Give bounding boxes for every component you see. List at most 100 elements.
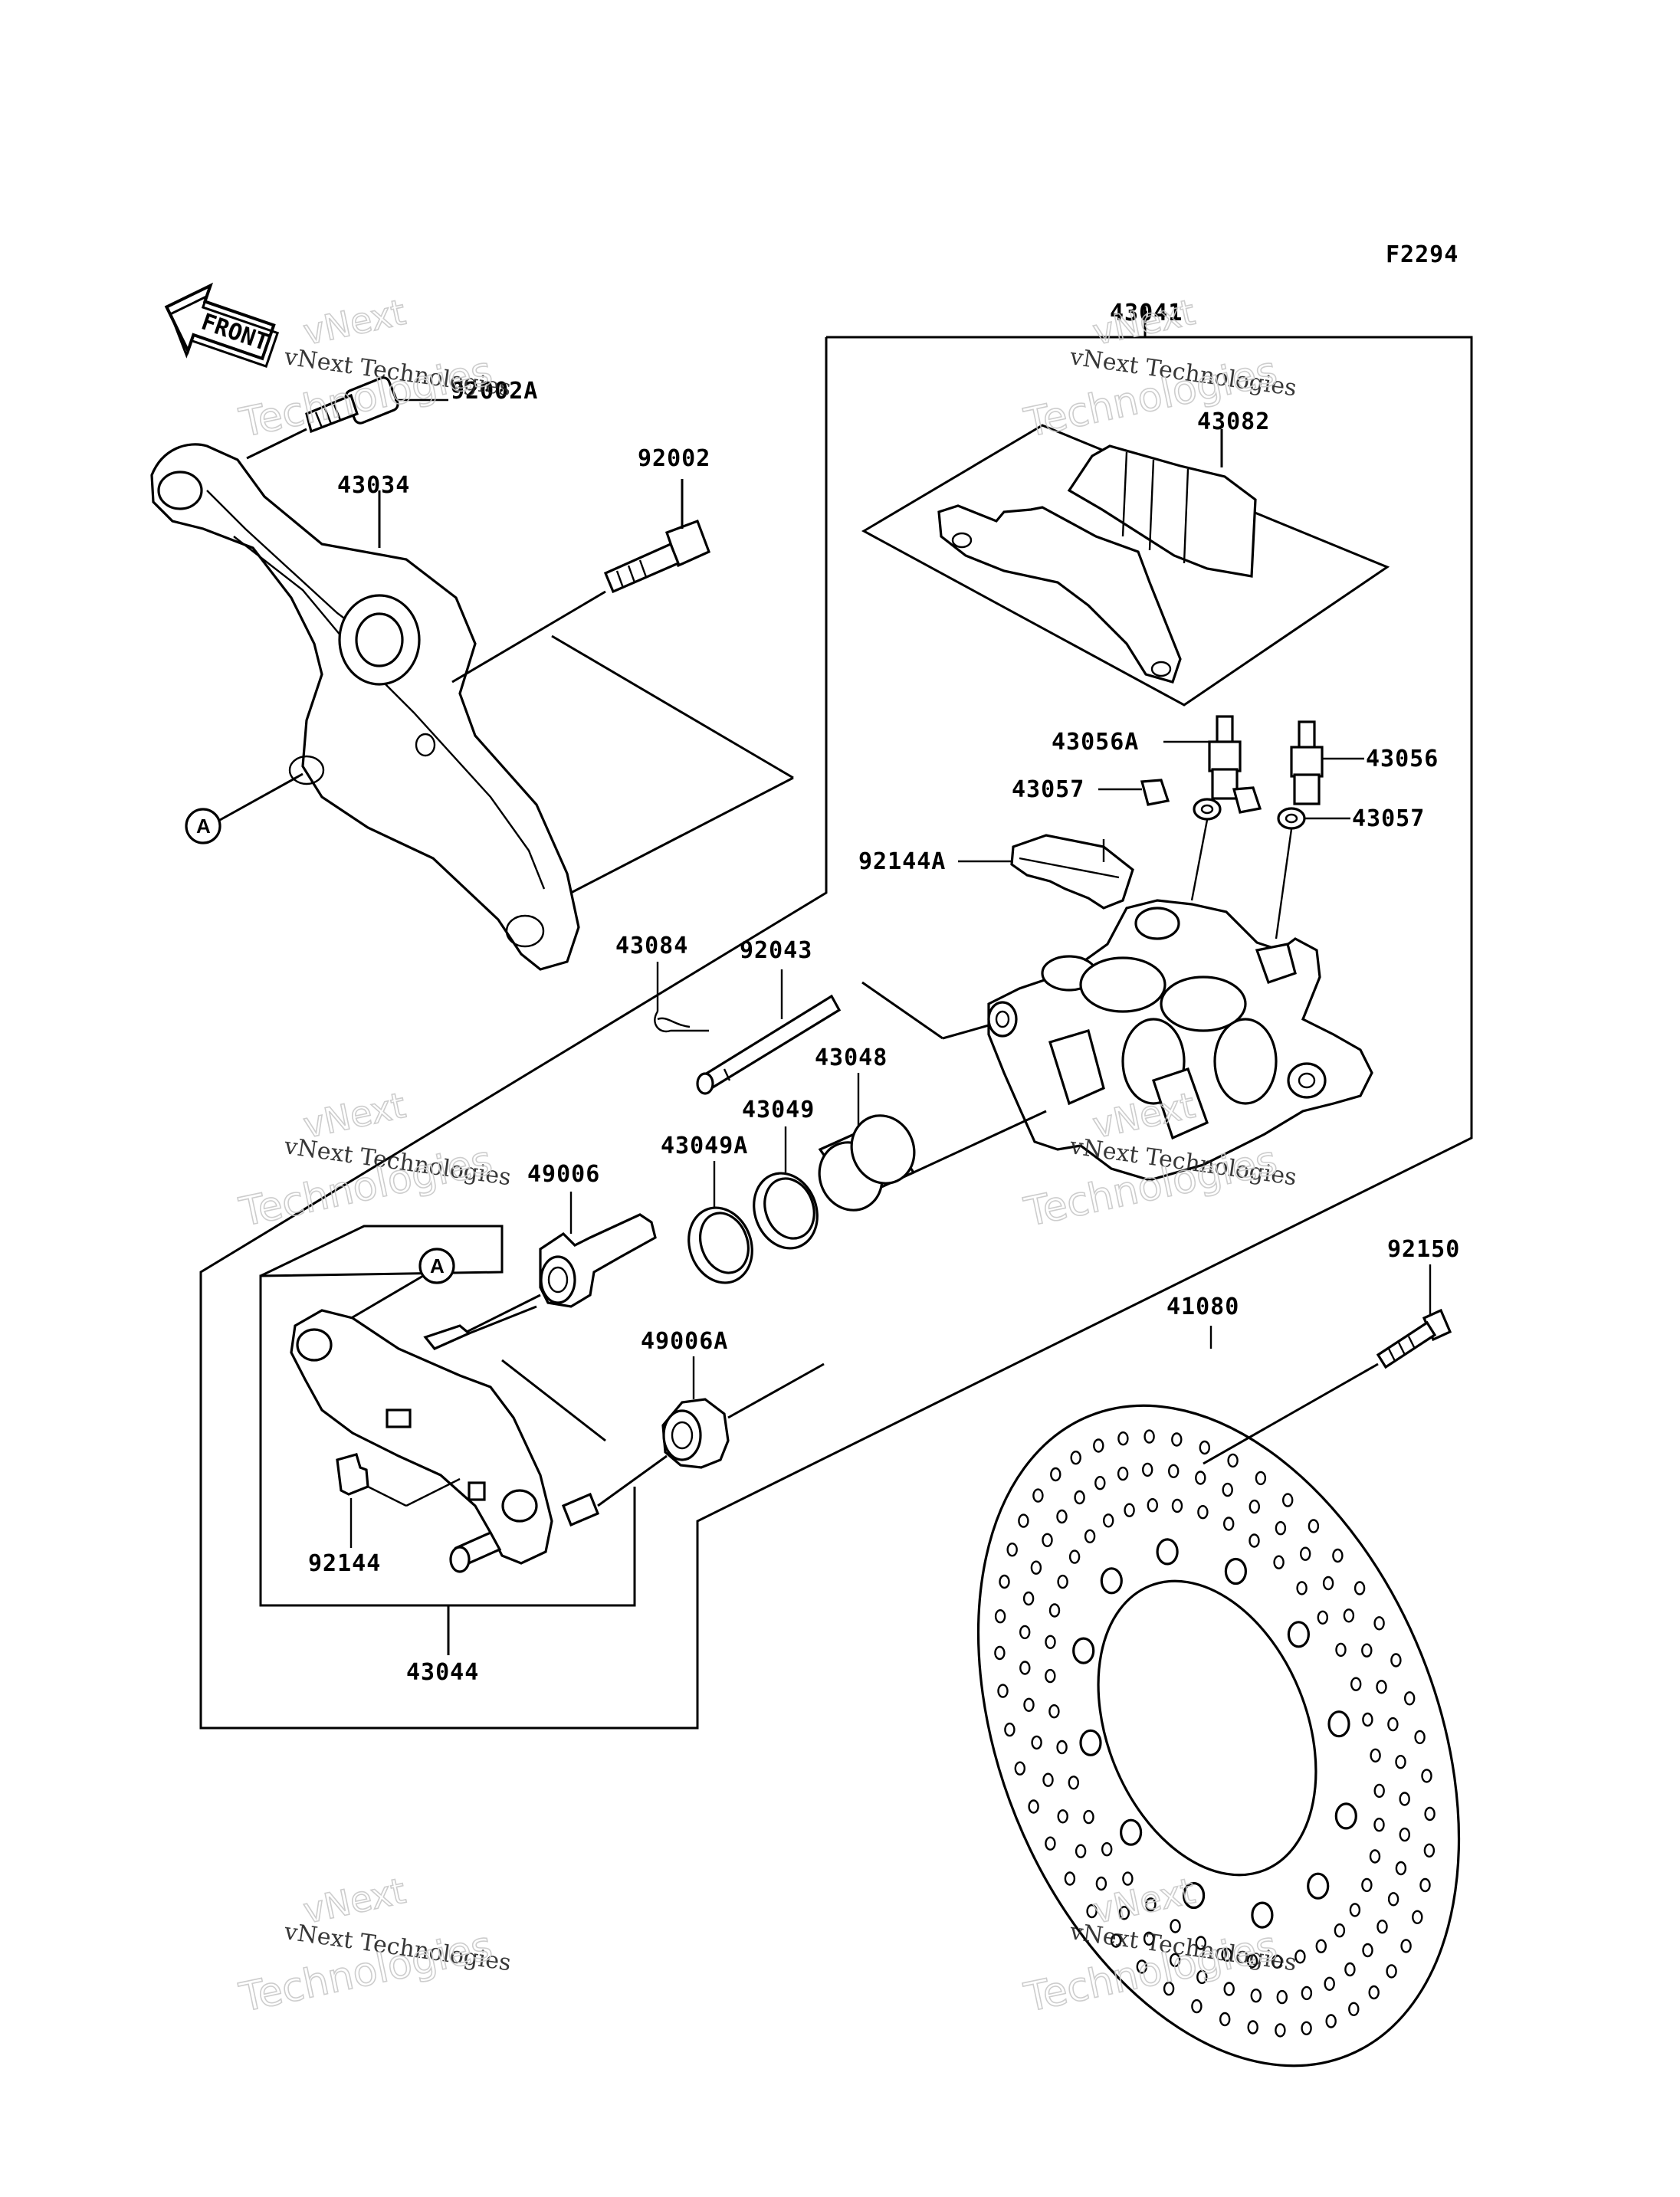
- disc-hole: [1296, 1581, 1308, 1595]
- disc-hole: [1042, 1772, 1054, 1787]
- disc-hole: [1144, 1429, 1155, 1444]
- disc-hole: [1093, 1438, 1104, 1453]
- washer-43057-right: [1277, 807, 1306, 830]
- disc-hole: [1084, 1529, 1096, 1544]
- disc-hole: [1070, 1450, 1081, 1465]
- disc-hole: [1376, 1919, 1388, 1934]
- piston-seal-43049: [753, 1172, 819, 1250]
- disc-hole: [1221, 1947, 1232, 1963]
- disc-hole: [1271, 1954, 1283, 1969]
- caliper-bracket-43034: [150, 443, 580, 971]
- disc-hole: [1350, 1677, 1362, 1691]
- disc-hole: [1094, 1475, 1106, 1490]
- caliper-holder-bracket: [290, 1309, 600, 1573]
- axis-92043-b: [942, 1024, 989, 1040]
- piston-43048: [818, 1114, 916, 1212]
- disc-hole: [1414, 1730, 1426, 1745]
- disc-hole: [1335, 1642, 1347, 1658]
- disc-hole: [1050, 1467, 1061, 1482]
- label-49006A: 49006A: [641, 1328, 728, 1355]
- disc-hole: [1191, 1999, 1203, 2014]
- disc-hole: [1006, 1542, 1018, 1557]
- disc-hole: [1250, 1988, 1262, 2003]
- disc-hole: [1163, 1981, 1175, 1996]
- disc-hole: [1400, 1939, 1412, 1953]
- disc-hole: [1317, 1610, 1329, 1625]
- disc-hole: [1315, 1939, 1327, 1953]
- axis-washer-right: [1275, 828, 1293, 939]
- axis-92002: [451, 590, 606, 684]
- dust-seal-43049A: [687, 1206, 753, 1284]
- disc-hole: [1045, 1668, 1056, 1684]
- label-43034: 43034: [337, 472, 410, 499]
- disc-hole: [1102, 1513, 1114, 1528]
- disc-hole: [1362, 1712, 1373, 1727]
- disc-hole: [1301, 1985, 1313, 2001]
- disc-hole: [1301, 2021, 1312, 2036]
- disc-hole: [1322, 1576, 1334, 1591]
- bolt-92002A: [305, 376, 399, 434]
- disc-hole: [994, 1608, 1006, 1624]
- bleeder-cap-left: [1140, 779, 1170, 806]
- pad-spring-92144A: [1010, 834, 1134, 910]
- brake-pad-rear: [1067, 444, 1257, 578]
- label-43048: 43048: [815, 1044, 888, 1071]
- disc-hole: [1423, 1843, 1436, 1858]
- disc-hole: [1072, 1637, 1095, 1664]
- disc-hole: [1399, 1827, 1411, 1842]
- disc-hole: [1390, 1653, 1402, 1667]
- disc-hole: [1118, 1906, 1130, 1920]
- disc-hole: [1348, 2002, 1360, 2017]
- disc-hole: [1349, 1903, 1361, 1917]
- disc-hole: [1022, 1591, 1035, 1606]
- leader-callout-a-bottom: [348, 1274, 424, 1321]
- pad-pin-92043: [696, 994, 842, 1095]
- label-43057-right: 43057: [1352, 805, 1425, 832]
- figure-code: F2294: [1386, 241, 1459, 268]
- disc-hole: [1369, 1849, 1381, 1864]
- disc-hole: [1275, 2023, 1286, 2038]
- label-92043: 92043: [740, 937, 812, 964]
- svg-text:vNext: vNext: [300, 291, 409, 353]
- caliper-body: [987, 899, 1373, 1182]
- disc-hole: [1195, 1936, 1207, 1950]
- label-43084: 43084: [615, 933, 688, 959]
- disc-hole: [1197, 1504, 1209, 1520]
- disc-hole: [1421, 1769, 1432, 1783]
- disc-hole: [1136, 1959, 1148, 1974]
- disc-hole: [1028, 1799, 1039, 1814]
- disc-hole: [1119, 1818, 1143, 1846]
- callout-a-top-letter: A: [196, 815, 211, 838]
- callout-a-bottom-letter: A: [430, 1254, 445, 1277]
- disc-hole: [1182, 1881, 1206, 1910]
- disc-hole: [1219, 2012, 1231, 2027]
- disc-hole: [1412, 1910, 1423, 1925]
- watermark-tl: vNext vNext Technologies Technologies: [235, 290, 512, 448]
- disc-hole: [997, 1684, 1009, 1698]
- disc-hole: [1199, 1440, 1211, 1455]
- disc-hole: [1361, 1877, 1373, 1893]
- disc-hole: [1281, 1493, 1294, 1507]
- label-49006: 49006: [527, 1161, 600, 1188]
- label-92144A: 92144A: [858, 848, 946, 875]
- disc-hole: [1373, 1616, 1385, 1631]
- disc-hole: [1368, 1985, 1380, 2000]
- disc-hole: [1167, 1464, 1180, 1479]
- label-43057-left: 43057: [1012, 776, 1084, 803]
- axis-bracket-diag: [501, 1359, 606, 1442]
- label-92150: 92150: [1387, 1236, 1460, 1263]
- callout-a-top: [185, 808, 221, 844]
- disc-hole: [1273, 1555, 1285, 1569]
- disc-hole: [1171, 1498, 1183, 1513]
- disc-hole: [1387, 1892, 1399, 1907]
- disc-hole: [1095, 1876, 1107, 1891]
- disc-hole: [1086, 1904, 1098, 1919]
- disc-hole: [1370, 1748, 1381, 1763]
- disc-hole: [1147, 1497, 1159, 1513]
- axis-bracket-ref: [551, 635, 794, 779]
- disc-hole: [1030, 1560, 1042, 1575]
- disc-hole: [1251, 1901, 1274, 1929]
- disc-hole: [1386, 1964, 1397, 1979]
- axis-49006A: [727, 1362, 825, 1419]
- brake-disc-41080: [976, 1404, 1461, 2067]
